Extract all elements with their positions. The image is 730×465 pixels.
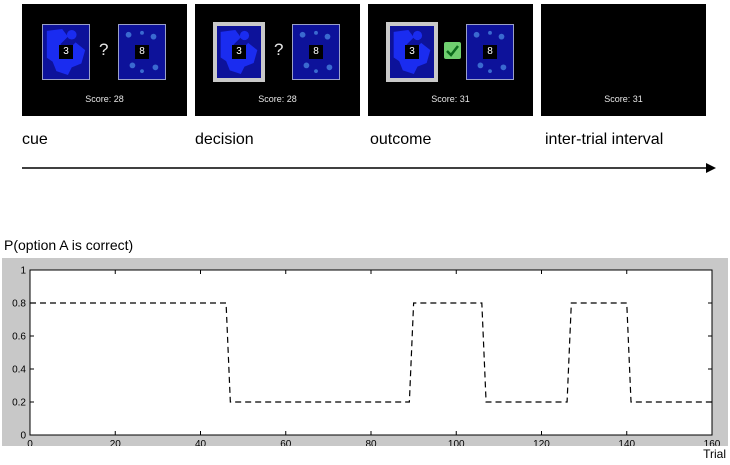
series-lines — [30, 302, 712, 403]
x-tick-label: 60 — [280, 439, 292, 446]
check-icon — [444, 42, 461, 59]
y-tick-label: 1 — [20, 266, 26, 277]
x-tick-label: 140 — [618, 439, 635, 446]
card-number: 3 — [232, 45, 246, 59]
y-tick-label: 0.2 — [12, 398, 26, 409]
option-b-card: 8 — [466, 24, 514, 80]
outcome-screen: 3 8 Score: 31 — [368, 4, 533, 116]
option-a-card: 3 — [42, 24, 90, 80]
x-tick-label: 80 — [365, 439, 377, 446]
phase-label-cue: cue — [22, 131, 48, 148]
x-tick-label: 120 — [533, 439, 550, 446]
card-number: 8 — [135, 45, 149, 59]
card-number: 3 — [405, 45, 419, 59]
y-tick-label: 0 — [20, 431, 26, 442]
score-text: Score: 31 — [604, 94, 643, 104]
fractal-pattern-b — [125, 30, 159, 74]
x-tick-label: 40 — [195, 439, 207, 446]
phase-label-inter-trial-interval: inter-trial interval — [545, 131, 664, 148]
plot-area — [29, 269, 713, 436]
question-mark: ? — [99, 40, 109, 59]
timeline-arrow — [22, 163, 716, 173]
probability-chart: 0 20 40 60 80 100 120 140 160 0 0.2 0.4 0.6 0.8 1 — [2, 258, 728, 447]
card-number: 8 — [483, 45, 497, 59]
fractal-pattern-b — [473, 30, 507, 74]
score-text: Score: 28 — [85, 94, 124, 104]
y-tick-label: 0.6 — [12, 332, 26, 343]
fractal-pattern-b — [299, 30, 333, 74]
x-tick-label: 100 — [448, 439, 465, 446]
option-b-card: 8 — [292, 24, 340, 80]
question-mark: ? — [274, 40, 284, 59]
phase-label-decision: decision — [195, 131, 254, 148]
axis-ticks: 0 20 40 60 80 100 120 140 160 0 0.2 0.4 0.6 0.8 1 — [12, 266, 721, 447]
cue-screen: 3 ? 8 Score: 28 — [22, 4, 187, 116]
x-axis-label: Trial — [703, 447, 726, 461]
option-a-card-selected: 3 — [386, 22, 438, 82]
phase-label-outcome: outcome — [370, 131, 432, 148]
x-tick-label: 0 — [27, 439, 33, 446]
card-number: 3 — [59, 45, 73, 59]
option-a-card-selected: 3 — [213, 22, 265, 82]
y-tick-label: 0.8 — [12, 299, 26, 310]
decision-screen: 3 ? 8 Score: 28 — [195, 4, 360, 116]
inter-trial-interval-screen: Score: 31 — [541, 4, 706, 116]
x-tick-label: 160 — [704, 439, 721, 446]
x-tick-label: 20 — [110, 439, 122, 446]
score-text: Score: 31 — [431, 94, 470, 104]
y-axis-label: P(option A is correct) — [4, 237, 134, 253]
option-b-card: 8 — [118, 24, 166, 80]
series-line — [30, 302, 712, 403]
card-number: 8 — [309, 45, 323, 59]
y-tick-label: 0.4 — [12, 365, 26, 376]
score-text: Score: 28 — [258, 94, 297, 104]
